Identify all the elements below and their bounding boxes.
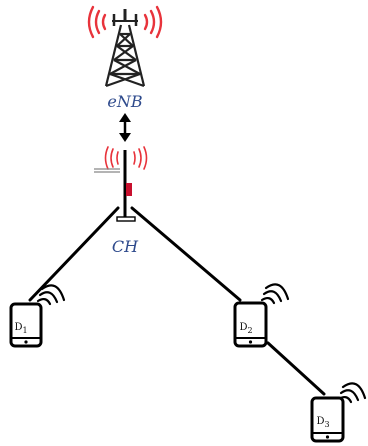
- cluster-head-antenna-icon: [94, 146, 148, 222]
- link-ch-d1: [28, 206, 120, 302]
- signal-waves-icon: [260, 283, 290, 305]
- device-d1: D1: [9, 284, 66, 348]
- phone-icon: [9, 302, 43, 348]
- signal-waves-icon: [87, 5, 163, 39]
- link-d2-d3: [266, 341, 326, 396]
- ch-label: CH: [112, 237, 139, 256]
- device-d3-sub: 3: [324, 420, 329, 429]
- svg-text:D2: D2: [239, 322, 252, 335]
- phone-icon: [233, 301, 268, 348]
- svg-text:D3: D3: [316, 416, 329, 429]
- bidirectional-arrow-icon: [119, 113, 131, 142]
- links: [28, 206, 326, 396]
- device-d2: D2: [233, 283, 290, 348]
- enb-label: eNB: [107, 92, 142, 111]
- device-d3-name: D: [316, 416, 324, 427]
- phone-icon: [310, 396, 345, 443]
- svg-text:D1: D1: [14, 322, 27, 335]
- device-d3: D3: [310, 382, 367, 443]
- device-d1-name: D: [14, 322, 22, 333]
- link-ch-d2: [130, 206, 242, 302]
- device-d2-sub: 2: [247, 326, 252, 335]
- signal-waves-icon: [104, 146, 148, 170]
- signal-waves-icon: [36, 284, 66, 306]
- cell-tower-icon: [87, 5, 163, 88]
- device-d1-sub: 1: [22, 326, 27, 335]
- device-d2-name: D: [239, 322, 247, 333]
